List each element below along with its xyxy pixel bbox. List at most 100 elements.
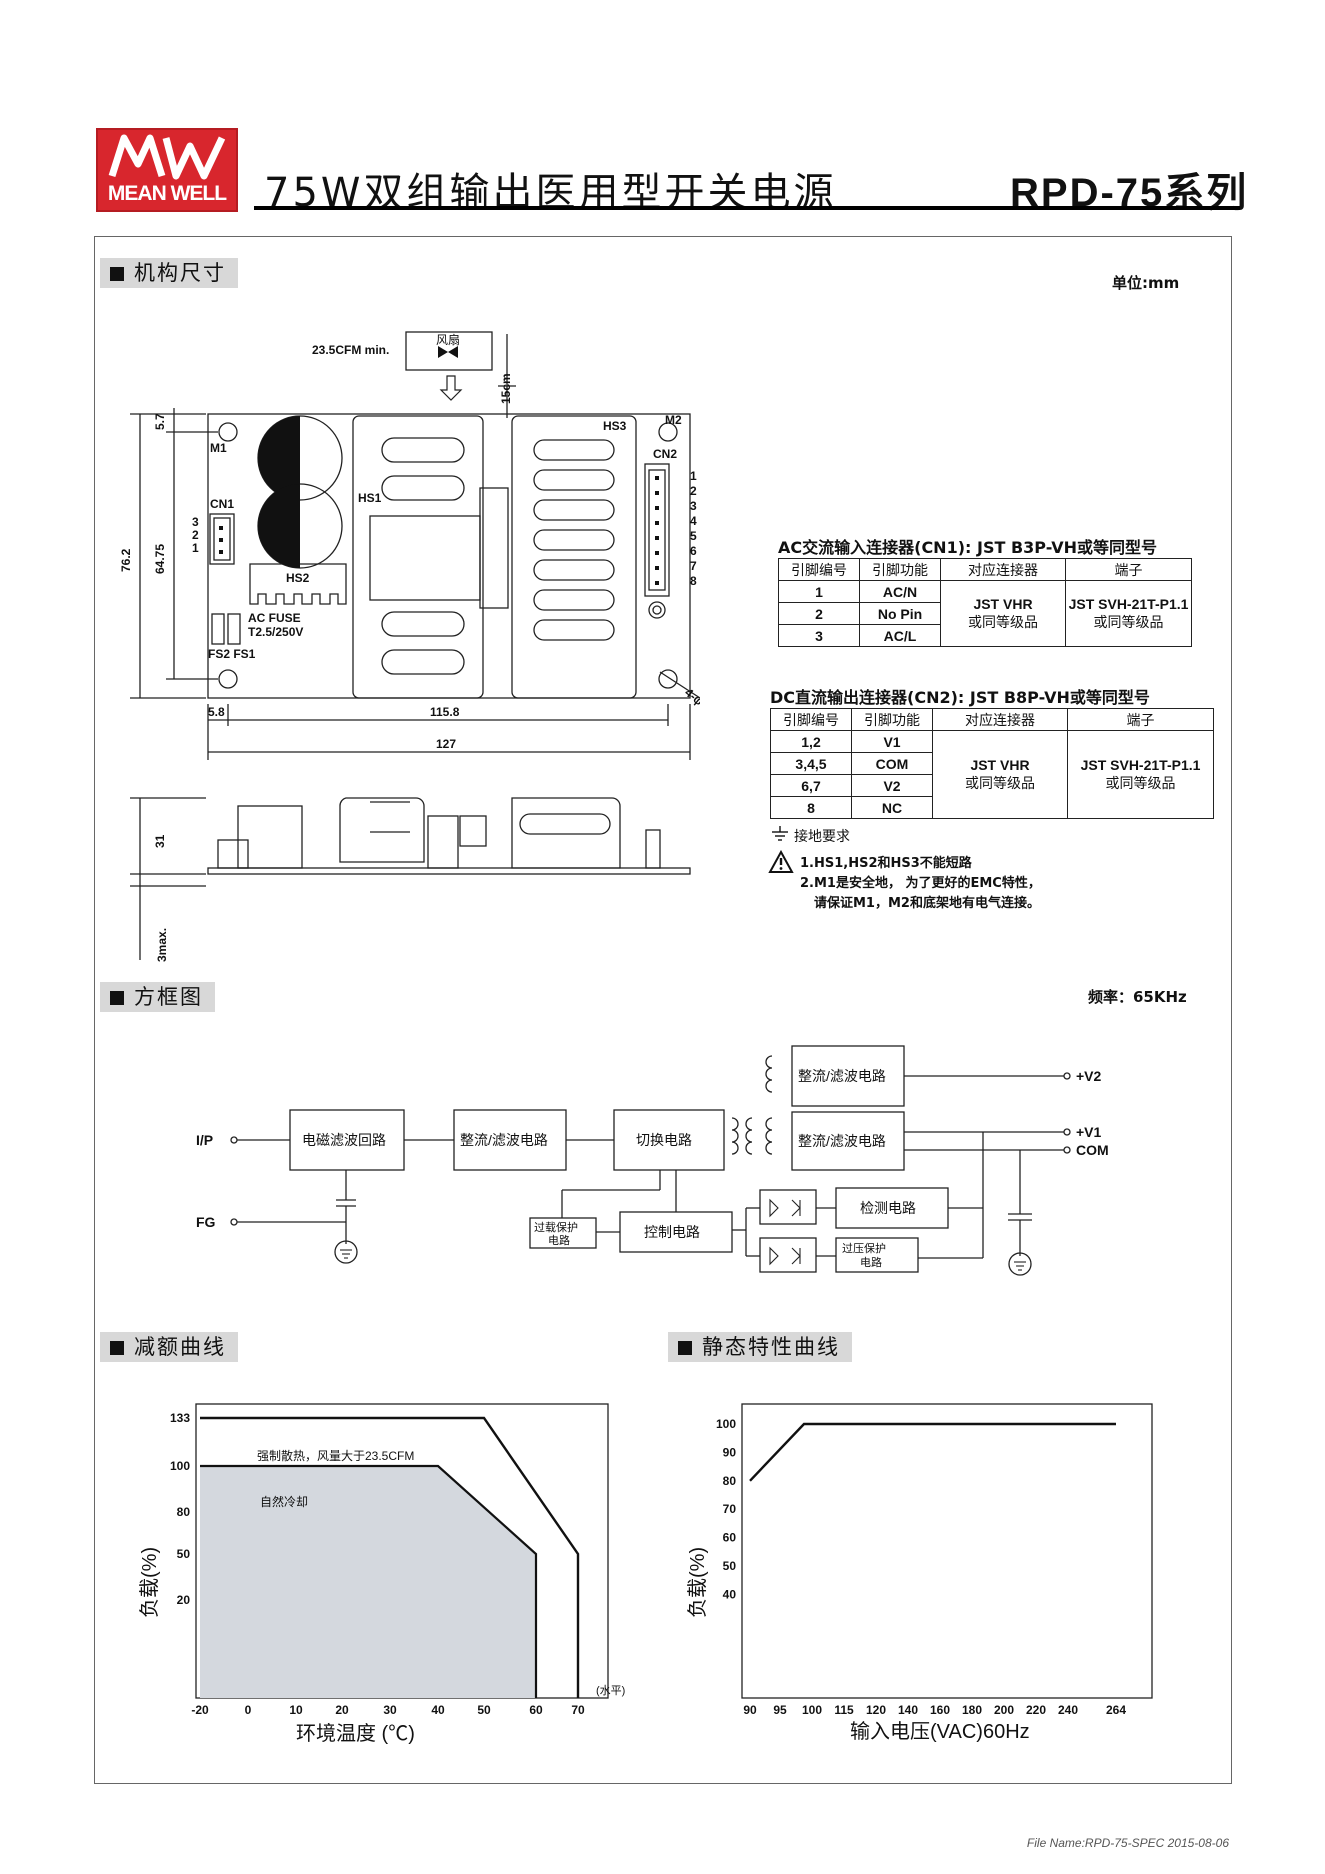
y-tick-label: 133	[170, 1411, 190, 1425]
label-hs3: HS3	[603, 419, 627, 433]
y-axis-label: 负载(%)	[138, 1547, 161, 1618]
cn2-pin: 8	[690, 574, 697, 588]
x-tick-label: 220	[1026, 1703, 1046, 1717]
y-tick-label: 20	[177, 1593, 191, 1607]
x-unit-label: (水平)	[596, 1684, 625, 1697]
label-m1: M1	[210, 441, 227, 455]
table-header: 端子	[1065, 558, 1192, 581]
x-tick-label: 120	[866, 1703, 886, 1717]
dim-height: 31	[153, 834, 167, 848]
cn2-pin: 1	[690, 469, 697, 483]
ovp-box	[835, 1237, 919, 1273]
mating-line-1: JST VHR	[970, 756, 1030, 773]
frequency-label: 频率：65KHz	[1088, 988, 1187, 1006]
out-v1-label: +V1	[1076, 1124, 1102, 1140]
label-fs: FS2 FS1	[208, 647, 256, 661]
cn2-pin: 2	[690, 484, 697, 498]
table-row: 2 No Pin	[778, 602, 1192, 625]
ocp-label-2: 电路	[548, 1234, 570, 1247]
x-tick-label: 95	[773, 1703, 787, 1717]
table-cell: AC/N	[859, 580, 941, 603]
dim-hole-span: 115.8	[430, 705, 460, 719]
cn2-pin: 6	[690, 544, 697, 558]
ocp-box	[529, 1217, 597, 1249]
x-axis-label: 输入电压(VAC)60Hz	[850, 1720, 1030, 1743]
table-cell: No Pin	[859, 602, 941, 625]
x-tick-label: -20	[191, 1703, 209, 1717]
table-header: 引脚编号	[778, 558, 860, 581]
section-mechanical: 机构尺寸	[100, 258, 238, 288]
fan-airflow-label: 23.5CFM min.	[312, 343, 389, 357]
table-cell: 8	[770, 796, 852, 819]
rectifier-v1-box	[791, 1111, 905, 1171]
terminal-line-1: JST SVH-21T-P1.1	[1080, 756, 1201, 773]
warning-icon	[768, 850, 794, 873]
x-tick-label: 264	[1106, 1703, 1126, 1717]
terminal-line-2: 或同等级品	[1093, 614, 1164, 631]
table-cell: COM	[851, 752, 933, 775]
x-axis-label: 环境温度 (℃)	[296, 1722, 415, 1745]
label-fuse1: AC FUSE	[248, 611, 301, 625]
table-header: 对应连接器	[940, 558, 1066, 581]
x-tick-label: 0	[245, 1703, 252, 1717]
x-tick-label: 140	[898, 1703, 918, 1717]
note-3: 请保证M1，M2和底架地有电气连接。	[814, 896, 1040, 911]
forced-cooling-label: 强制散热，风量大于23.5CFM	[257, 1448, 414, 1463]
y-tick-label: 90	[723, 1445, 737, 1459]
switching-label: 切换电路	[636, 1132, 692, 1148]
section-block-diagram: 方框图	[100, 982, 215, 1012]
section-derating: 减额曲线	[100, 1332, 238, 1362]
dim-hole-dia: 4-φ3.8	[682, 685, 700, 718]
table-cell: 3	[778, 624, 860, 647]
label-cn1: CN1	[210, 497, 234, 511]
logo-text: MEAN WELL	[107, 182, 227, 205]
y-tick-label: 100	[170, 1459, 190, 1473]
ovp-label-2: 电路	[860, 1256, 882, 1269]
ip-label: I/P	[196, 1132, 213, 1148]
dim-left-offset: 5.8	[208, 705, 225, 719]
x-tick-label: 20	[335, 1703, 349, 1717]
y-tick-label: 60	[723, 1531, 737, 1545]
title-rule	[254, 206, 1240, 210]
table-header: 引脚功能	[851, 708, 933, 731]
dim-clearance: 15cm	[499, 373, 513, 404]
cn1-pin: 2	[192, 528, 199, 542]
x-tick-label: 40	[431, 1703, 445, 1717]
natural-cooling-label: 自然冷却	[260, 1494, 308, 1509]
mechanical-drawing: 23.5CFM min. 风扇 15cm 76.2 64.75 5.7 5.8 …	[119, 331, 700, 962]
note-2: 2.M1是安全地， 为了更好的EMC特性，	[800, 876, 1041, 891]
terminal-line-2: 或同等级品	[1105, 775, 1176, 792]
x-tick-label: 50	[477, 1703, 491, 1717]
y-tick-label: 50	[177, 1547, 191, 1561]
label-cn2: CN2	[653, 447, 677, 461]
ground-icon	[772, 826, 788, 841]
table-cell: 3,4,5	[770, 752, 852, 775]
detect-label: 检测电路	[860, 1200, 916, 1216]
cn1-pin: 1	[192, 541, 199, 555]
file-name: File Name:RPD-75-SPEC 2015-08-06	[1026, 1836, 1229, 1850]
ovp-label-1: 过压保护	[842, 1241, 886, 1255]
section-static: 静态特性曲线	[668, 1332, 852, 1362]
cn2-pin: 5	[690, 529, 697, 543]
control-label: 控制电路	[644, 1224, 700, 1240]
y-axis-label: 负载(%)	[686, 1547, 709, 1618]
optocoupler-1	[759, 1189, 817, 1225]
x-tick-label: 180	[962, 1703, 982, 1717]
cn2-table-caption: DC直流输出连接器(CN2): JST B8P-VH或等同型号	[770, 688, 1150, 707]
natural-cooling-area	[200, 1466, 536, 1698]
rectifier-label: 整流/滤波电路	[460, 1132, 548, 1148]
x-tick-label: 160	[930, 1703, 950, 1717]
cn1-table-caption: AC交流输入连接器(CN1): JST B3P-VH或等同型号	[778, 538, 1157, 557]
x-tick-label: 10	[289, 1703, 303, 1717]
x-tick-label: 240	[1058, 1703, 1078, 1717]
forced-cooling-line	[200, 1416, 580, 1698]
table-cell: 6,7	[770, 774, 852, 797]
mw-logo-icon	[108, 134, 226, 180]
